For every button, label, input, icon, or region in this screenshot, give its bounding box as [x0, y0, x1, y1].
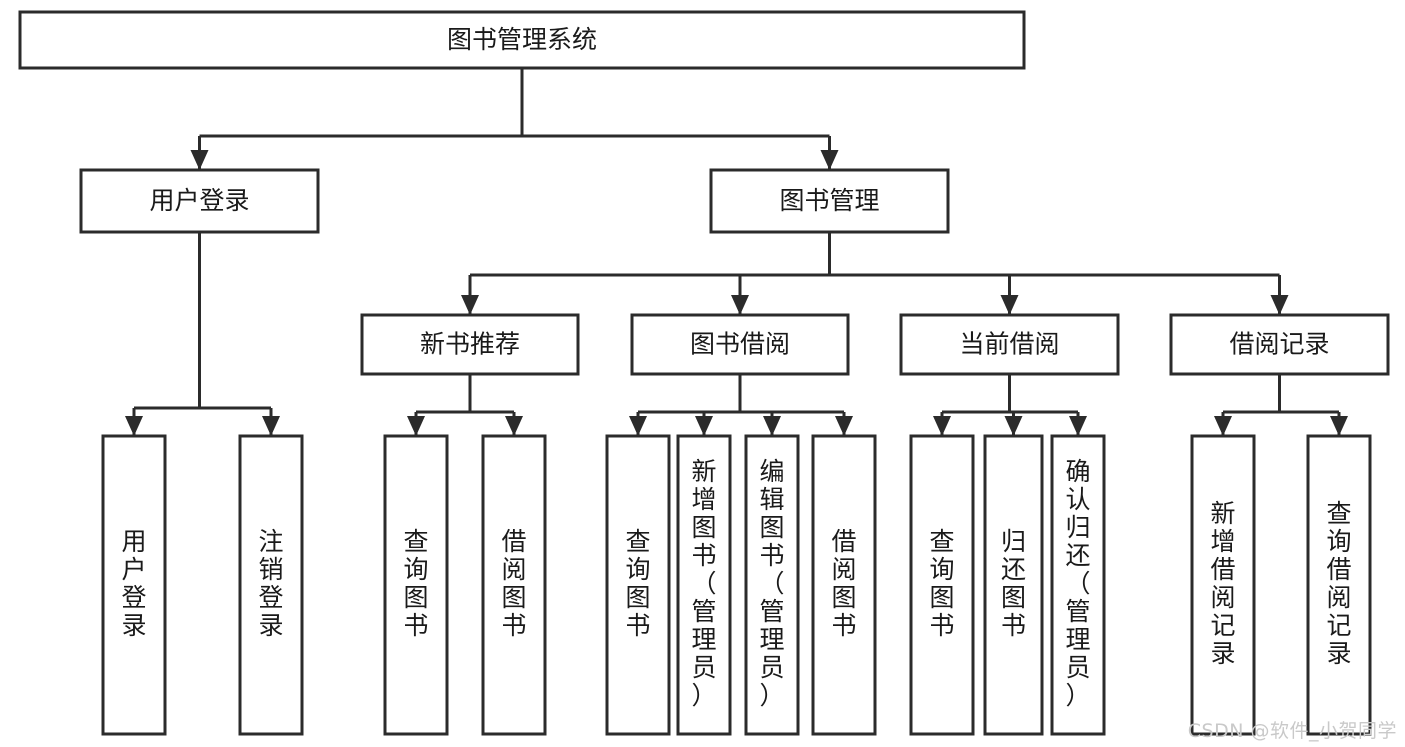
node-label: 新书推荐	[420, 330, 520, 359]
arrow-head-icon	[461, 295, 479, 315]
connector-layer	[125, 68, 1348, 436]
node-rect	[101, 434, 167, 736]
node-leaf-借阅图书-7[interactable]: 借阅图书	[811, 434, 877, 736]
node-rect	[1169, 313, 1390, 376]
node-label: 查询借阅记录	[1326, 499, 1351, 668]
node-leaf-注销登录-1[interactable]: 注销登录	[238, 434, 304, 736]
arrow-head-icon	[262, 416, 280, 436]
node-label: 编辑图书（管理员）	[759, 457, 784, 710]
node-label: 借阅图书	[831, 527, 856, 640]
arrow-head-icon	[505, 416, 523, 436]
node-label: 归还图书	[1001, 527, 1026, 640]
node-level1-图书管理-1[interactable]: 图书管理	[709, 168, 950, 234]
node-leaf-用户登录-0[interactable]: 用户登录	[101, 434, 167, 736]
arrow-head-icon	[933, 416, 951, 436]
node-layer: 图书管理系统用户登录图书管理新书推荐图书借阅当前借阅借阅记录用户登录注销登录查询…	[18, 10, 1390, 736]
arrow-head-icon	[1270, 295, 1289, 315]
node-leaf-查询图书-2[interactable]: 查询图书	[383, 434, 449, 736]
node-leaf-查询图书-4[interactable]: 查询图书	[605, 434, 671, 736]
node-leaf-编辑图书管理员-6[interactable]: 编辑图书（管理员）	[744, 434, 800, 736]
node-rect	[481, 434, 547, 736]
node-rect	[360, 313, 580, 376]
node-label: 借阅记录	[1229, 330, 1329, 359]
node-label: 借阅图书	[501, 527, 526, 640]
node-rect	[18, 10, 1026, 70]
node-label: 图书借阅	[690, 330, 790, 359]
node-rect	[744, 434, 800, 736]
node-rect	[605, 434, 671, 736]
arrow-head-icon	[125, 416, 143, 436]
node-rect	[899, 313, 1120, 376]
arrow-head-icon	[763, 416, 781, 436]
node-label: 查询图书	[929, 527, 954, 640]
node-leaf-新增借阅记录-11[interactable]: 新增借阅记录	[1190, 434, 1256, 736]
node-leaf-归还图书-9[interactable]: 归还图书	[983, 434, 1044, 736]
node-rect	[811, 434, 877, 736]
node-level1-用户登录-0[interactable]: 用户登录	[79, 168, 320, 234]
arrow-head-icon	[820, 150, 839, 170]
arrow-head-icon	[1000, 295, 1019, 315]
node-label: 图书管理系统	[447, 25, 597, 54]
node-rect	[909, 434, 975, 736]
node-rect	[1306, 434, 1372, 736]
node-level2-图书借阅-1[interactable]: 图书借阅	[630, 313, 850, 376]
node-label: 新增图书（管理员）	[691, 457, 716, 710]
arrow-head-icon	[835, 416, 853, 436]
node-label: 新增借阅记录	[1210, 499, 1235, 668]
arrow-head-icon	[1214, 416, 1232, 436]
arrow-head-icon	[629, 416, 647, 436]
node-label: 图书管理	[779, 186, 879, 215]
node-leaf-确认归还管理员-10[interactable]: 确认归还（管理员）	[1050, 434, 1106, 736]
node-label: 确认归还（管理员）	[1065, 457, 1090, 710]
node-rect	[1050, 434, 1106, 736]
node-rect	[676, 434, 732, 736]
arrow-head-icon	[1069, 416, 1087, 436]
node-leaf-查询图书-8[interactable]: 查询图书	[909, 434, 975, 736]
node-level2-借阅记录-3[interactable]: 借阅记录	[1169, 313, 1390, 376]
arrow-head-icon	[407, 416, 425, 436]
arrow-head-icon	[1330, 416, 1348, 436]
node-rect	[630, 313, 850, 376]
node-rect	[383, 434, 449, 736]
arrow-head-icon	[1004, 416, 1023, 436]
node-level2-新书推荐-0[interactable]: 新书推荐	[360, 313, 580, 376]
node-rect	[709, 168, 950, 234]
node-rect	[238, 434, 304, 736]
node-label: 用户登录	[149, 186, 249, 215]
node-rect	[79, 168, 320, 234]
node-leaf-新增图书管理员-5[interactable]: 新增图书（管理员）	[676, 434, 732, 736]
node-label: 查询图书	[625, 527, 650, 640]
arrow-head-icon	[731, 295, 749, 315]
node-label: 查询图书	[403, 527, 428, 640]
node-level2-当前借阅-2[interactable]: 当前借阅	[899, 313, 1120, 376]
node-rect	[983, 434, 1044, 736]
node-root-图书管理系统[interactable]: 图书管理系统	[18, 10, 1026, 70]
arrow-head-icon	[695, 416, 713, 436]
node-label: 用户登录	[121, 527, 146, 640]
node-leaf-查询借阅记录-12[interactable]: 查询借阅记录	[1306, 434, 1372, 736]
node-rect	[1190, 434, 1256, 736]
node-label: 注销登录	[258, 527, 283, 640]
arrow-head-icon	[190, 150, 209, 170]
node-leaf-借阅图书-3[interactable]: 借阅图书	[481, 434, 547, 736]
node-label: 当前借阅	[959, 330, 1059, 359]
